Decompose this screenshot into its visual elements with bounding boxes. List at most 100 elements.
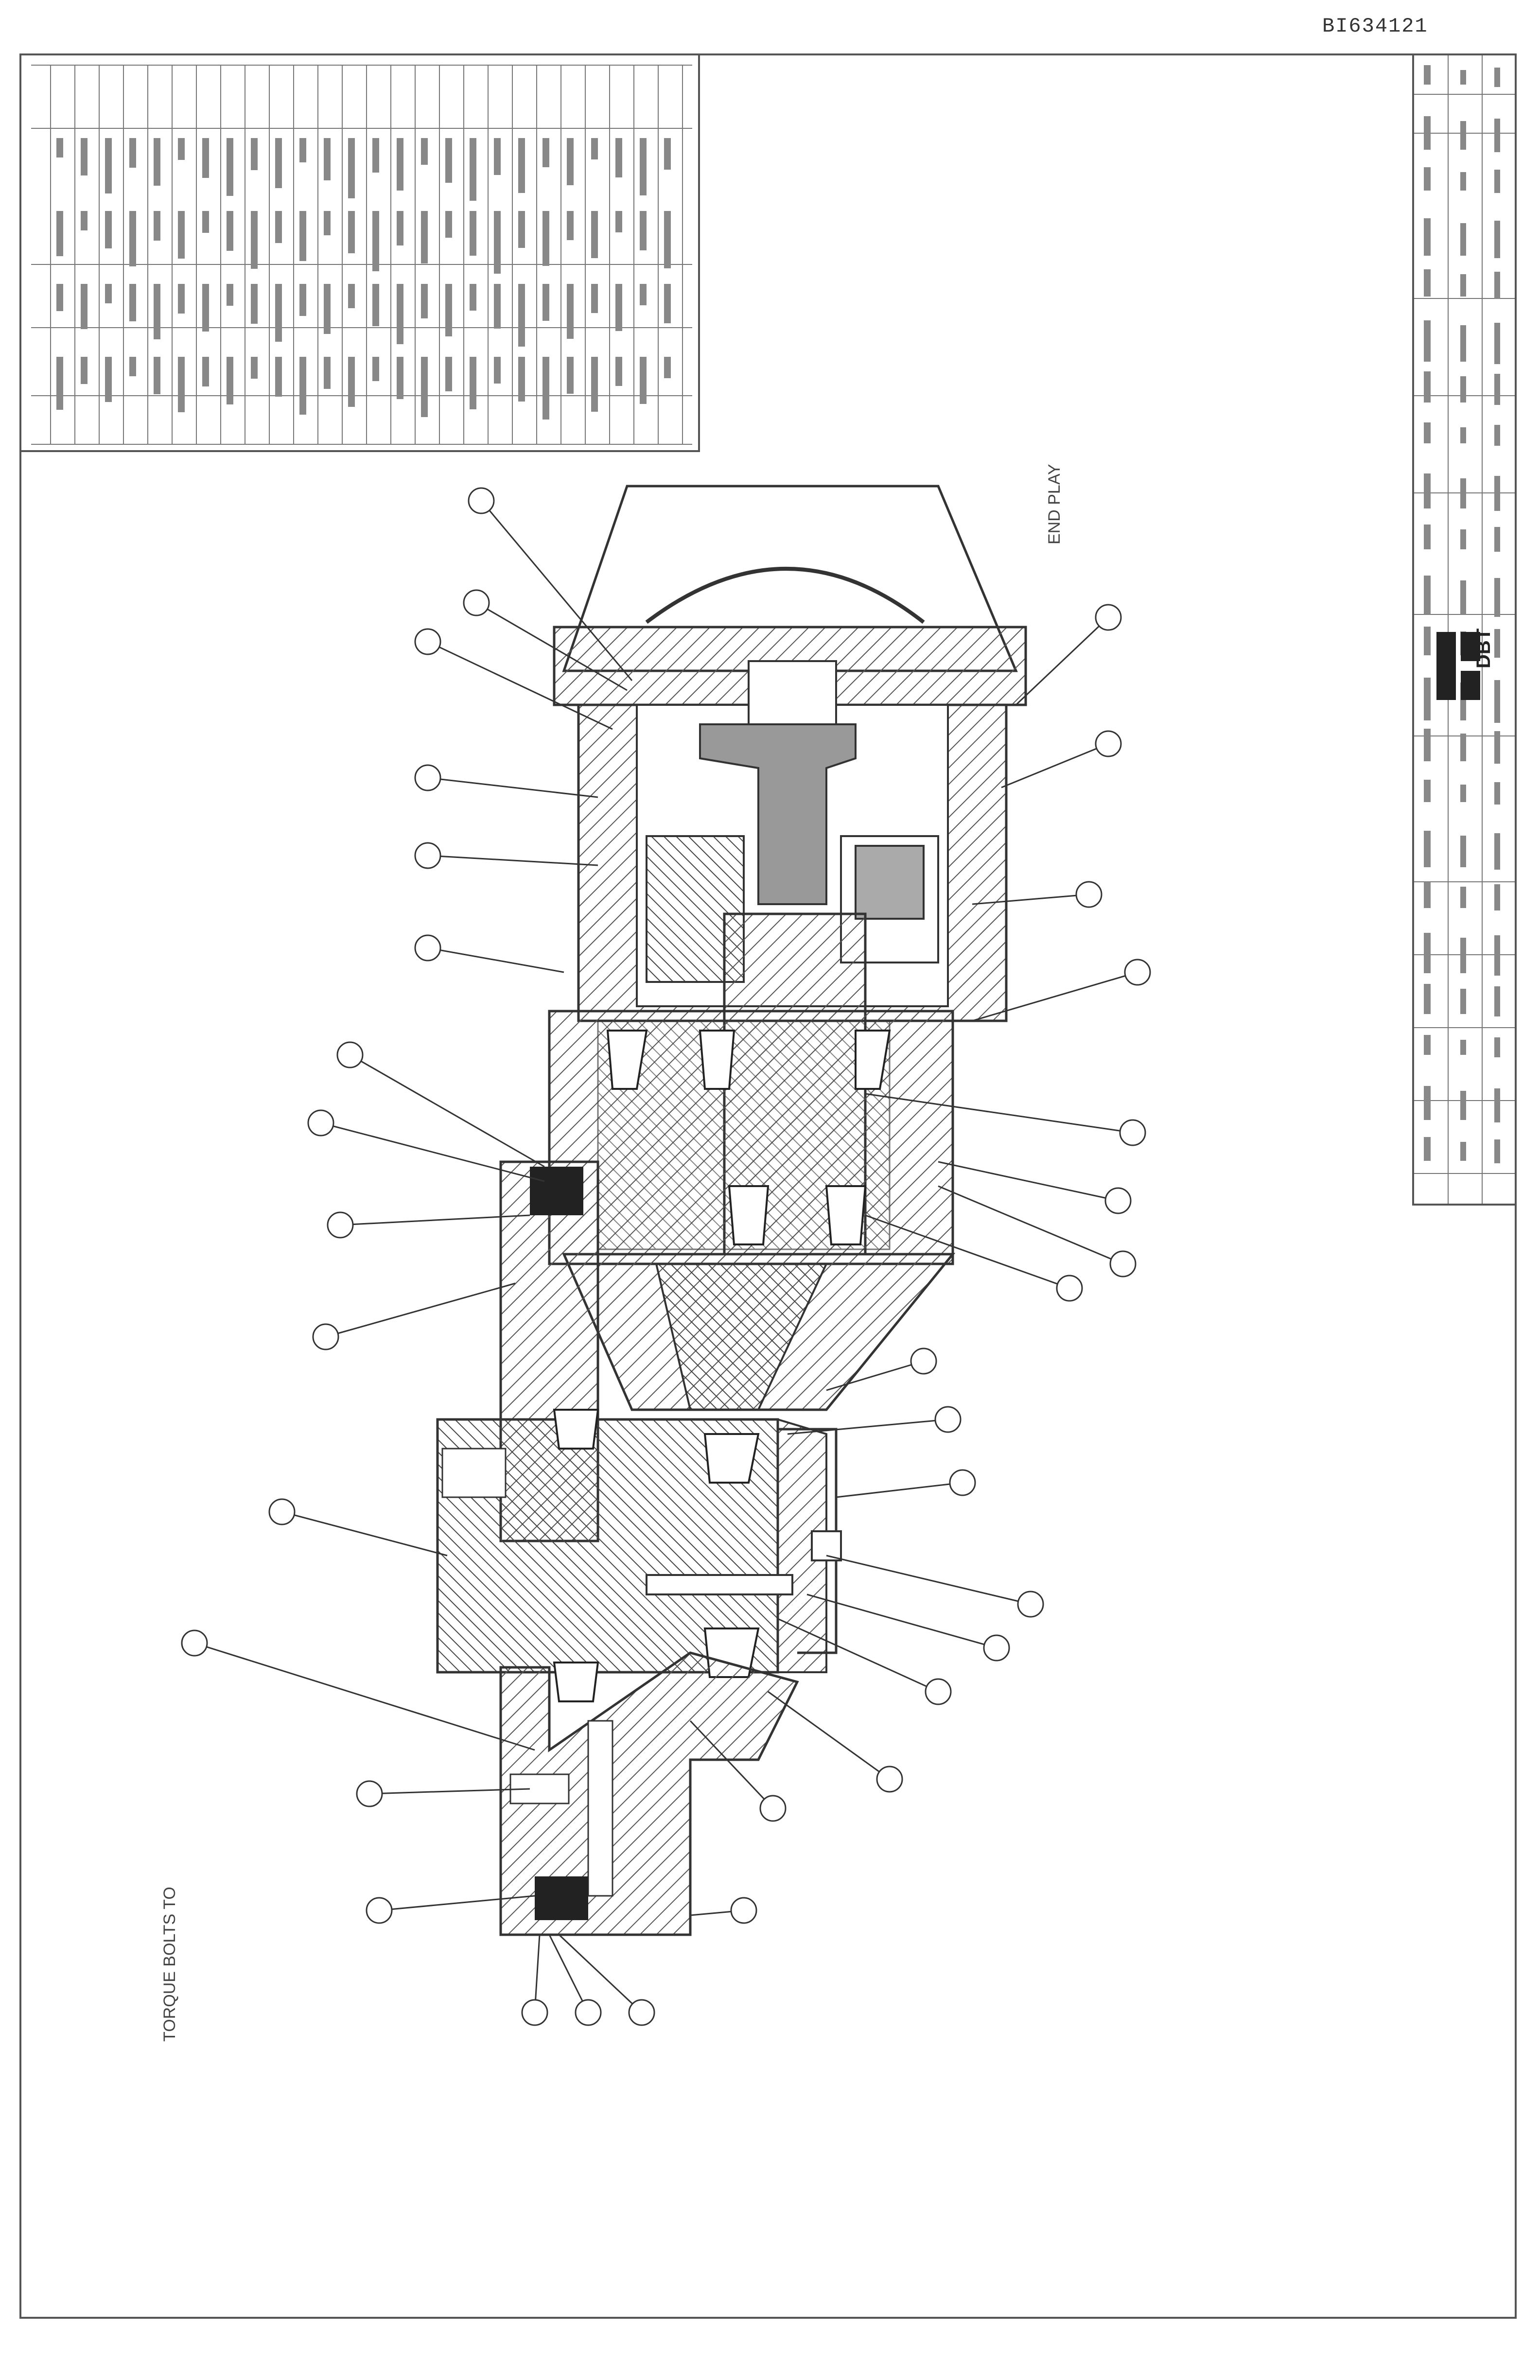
tb-text-mark — [1424, 371, 1431, 402]
tb-text-mark — [1494, 884, 1500, 910]
tb-text-mark — [1460, 887, 1466, 908]
table-text-mark — [567, 211, 574, 240]
table-text-mark — [56, 284, 63, 311]
table-text-mark — [81, 357, 88, 384]
document-id: BI634121 — [1322, 15, 1428, 38]
table-text-mark — [591, 211, 598, 258]
leader-line — [427, 947, 564, 973]
table-text-mark — [299, 357, 306, 415]
table-text-mark — [664, 138, 671, 170]
tb-text-mark — [1424, 116, 1431, 150]
leader-line — [1001, 743, 1109, 788]
tb-text-mark — [1424, 729, 1431, 761]
table-text-mark — [129, 357, 136, 376]
parts-table-grid — [31, 65, 692, 445]
table-text-mark — [397, 138, 403, 191]
table-text-mark — [518, 211, 525, 248]
output-bearing-upper — [703, 1433, 760, 1484]
table-text-mark — [81, 138, 88, 175]
tb-text-mark — [1494, 1139, 1500, 1163]
table-text-mark — [227, 357, 233, 404]
table-text-mark — [567, 284, 574, 339]
leader-line — [320, 1122, 545, 1182]
table-text-mark — [372, 284, 379, 326]
table-text-mark — [178, 211, 185, 259]
table-text-mark — [202, 357, 209, 386]
tb-text-mark — [1460, 325, 1466, 362]
table-text-mark — [445, 357, 452, 391]
item-balloon — [521, 1999, 548, 2026]
tapered-shaft — [655, 1263, 828, 1411]
table-text-mark — [324, 138, 331, 180]
lower-housing — [499, 1651, 799, 1936]
table-text-mark — [372, 138, 379, 173]
item-balloon — [934, 1406, 962, 1433]
table-text-mark — [324, 211, 331, 235]
item-balloon — [1124, 959, 1151, 986]
item-balloon — [181, 1629, 208, 1657]
item-balloon — [949, 1469, 976, 1496]
table-text-mark — [664, 284, 671, 323]
table-text-mark — [542, 284, 549, 321]
table-text-mark — [372, 211, 379, 271]
leader-line — [826, 1555, 1031, 1605]
item-balloon — [1095, 730, 1122, 757]
title-block — [1412, 53, 1517, 1206]
roller-bearing — [855, 845, 925, 920]
table-text-mark — [397, 211, 403, 245]
input-coupling — [748, 660, 837, 725]
bearing-right-upper — [855, 1030, 891, 1090]
table-text-mark — [227, 138, 233, 196]
item-balloon — [1104, 1187, 1132, 1214]
hub-bearing-lower — [553, 1662, 599, 1702]
item-balloon — [336, 1041, 364, 1068]
table-text-mark — [81, 284, 88, 329]
title-block-grid — [1414, 55, 1515, 1204]
table-text-mark — [567, 357, 574, 394]
tb-text-mark — [1460, 1142, 1466, 1161]
table-text-mark — [542, 211, 549, 266]
item-balloon — [910, 1348, 937, 1375]
parts-list-table — [19, 53, 700, 452]
table-text-mark — [56, 211, 63, 256]
tb-text-mark — [1424, 167, 1431, 191]
tb-text-mark — [1424, 576, 1431, 614]
item-balloon — [463, 589, 490, 616]
tb-text-mark — [1494, 272, 1500, 299]
table-text-mark — [640, 138, 647, 195]
item-balloon — [876, 1766, 903, 1793]
tb-text-mark — [1494, 170, 1500, 193]
table-text-mark — [299, 284, 306, 316]
lower-seal — [535, 1876, 588, 1920]
leader-line — [480, 500, 633, 681]
lower-bore — [587, 1720, 613, 1897]
tb-text-mark — [1424, 882, 1431, 908]
tb-text-mark — [1460, 223, 1466, 256]
tb-text-mark — [1424, 1086, 1431, 1120]
item-balloon — [468, 487, 495, 514]
table-text-mark — [615, 211, 622, 232]
table-text-mark — [81, 211, 88, 230]
tb-text-mark — [1460, 121, 1466, 150]
leader-line — [194, 1642, 535, 1751]
item-balloon — [1056, 1275, 1083, 1302]
table-text-mark — [348, 138, 355, 198]
adapter-arc — [645, 567, 925, 624]
tb-text-mark — [1460, 580, 1466, 614]
leader-line — [548, 1934, 589, 2013]
item-balloon — [356, 1780, 383, 1807]
item-balloon — [414, 764, 441, 791]
leader-line — [938, 1185, 1123, 1265]
tb-text-mark — [1494, 221, 1500, 258]
table-text-mark — [251, 211, 258, 269]
table-text-mark — [640, 284, 647, 305]
table-text-mark — [154, 357, 160, 394]
table-text-mark — [275, 211, 282, 243]
item-balloon — [925, 1678, 952, 1705]
table-text-mark — [518, 138, 525, 193]
leader-line — [768, 1691, 890, 1780]
tb-text-mark — [1494, 476, 1500, 511]
bearing-mid-lower — [728, 1185, 770, 1245]
item-balloon — [575, 1999, 602, 2026]
table-text-mark — [397, 284, 403, 344]
